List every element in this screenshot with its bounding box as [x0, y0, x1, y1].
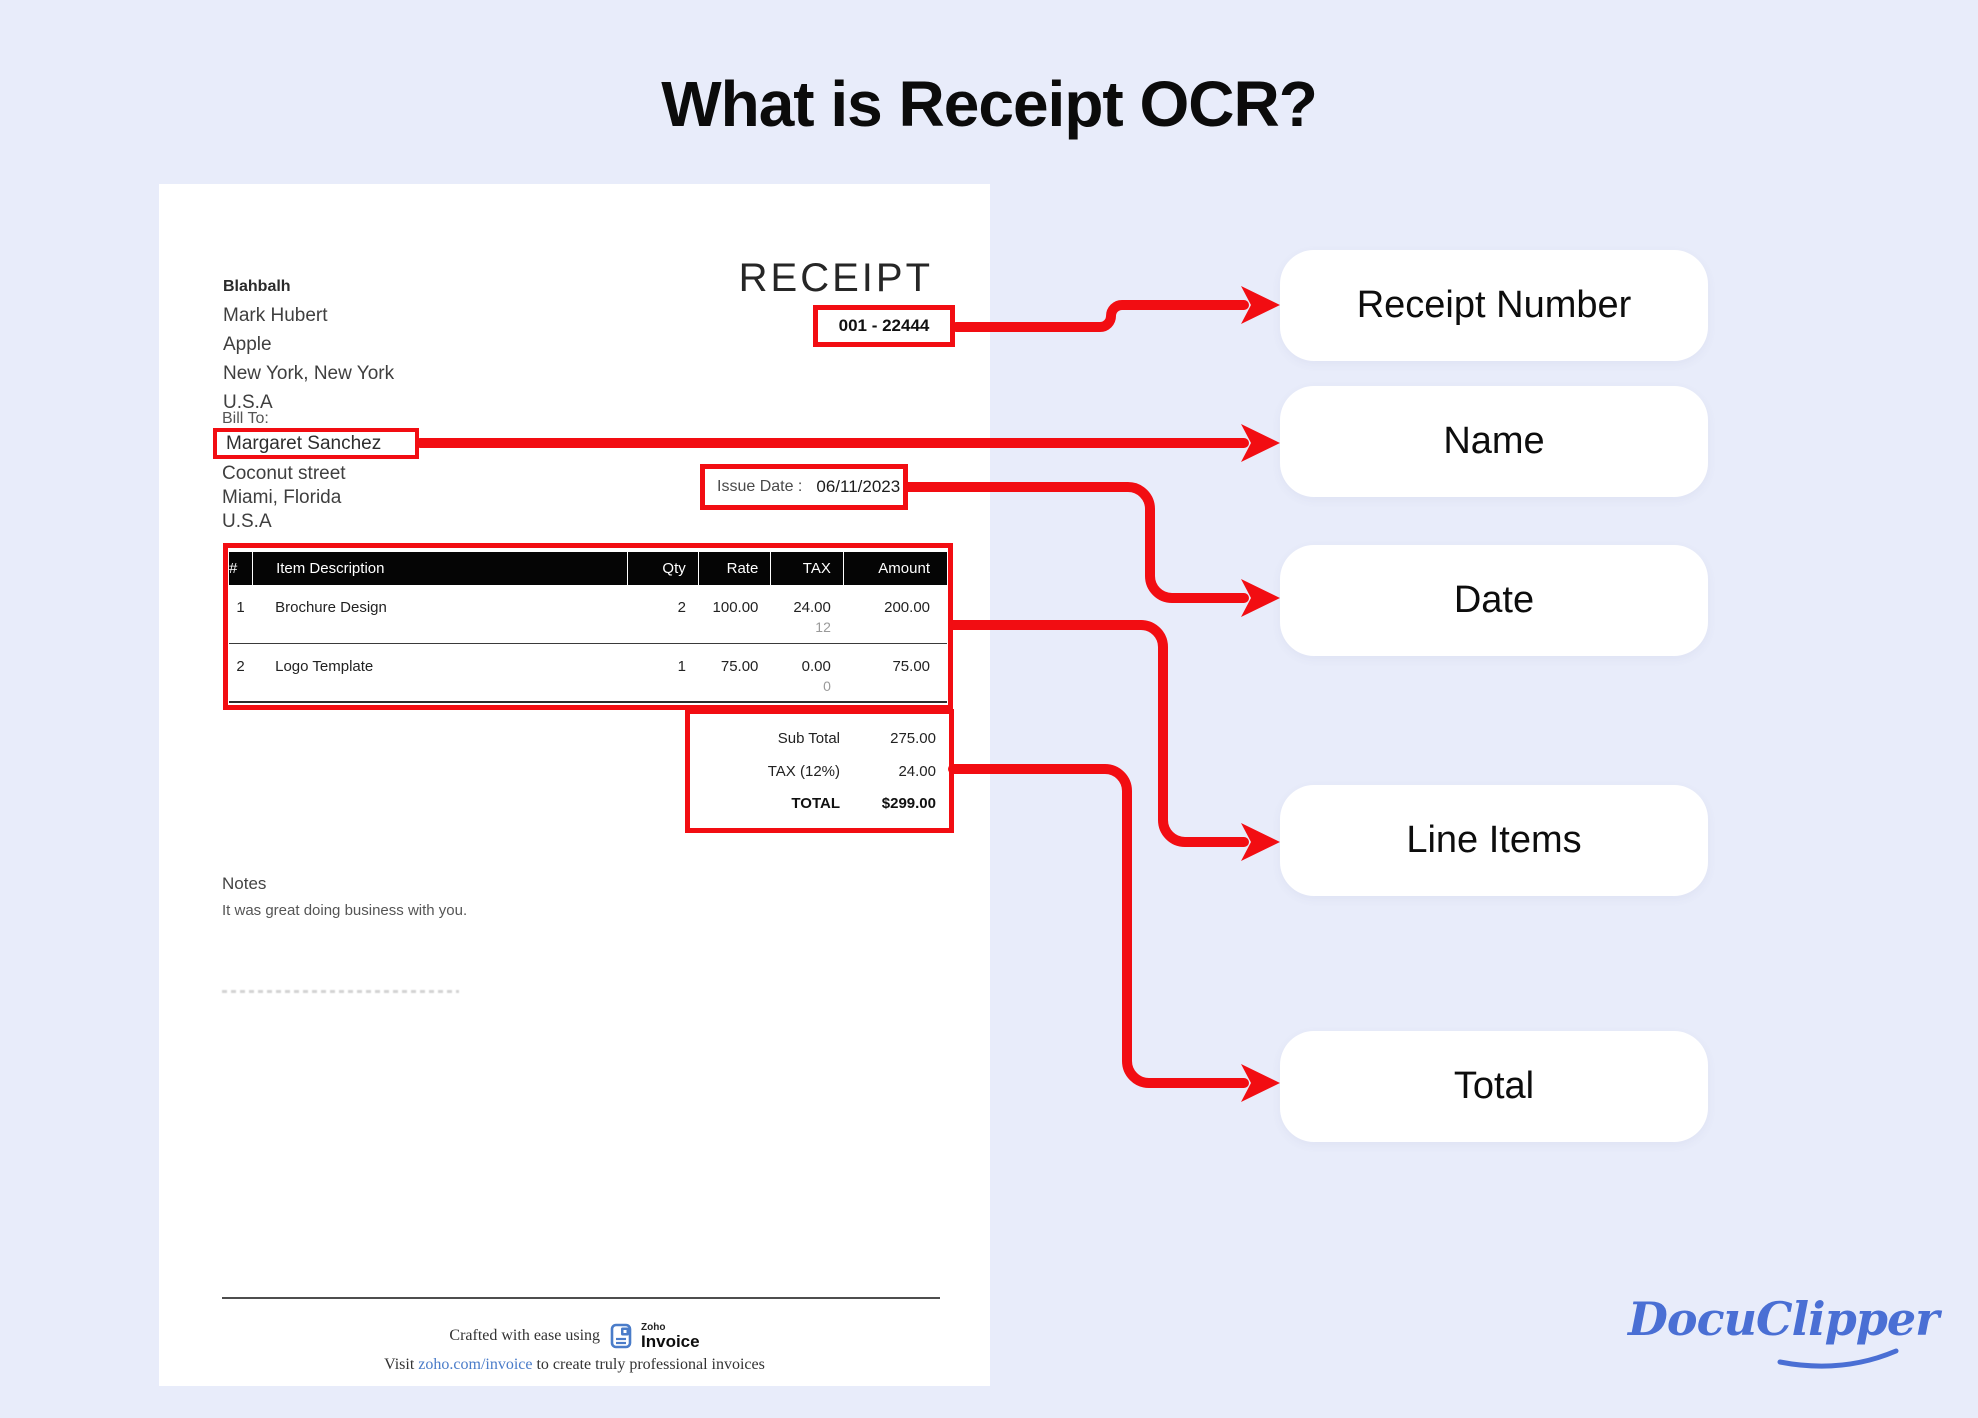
- header-description: Item Description: [252, 552, 627, 585]
- row-rate: 75.00: [720, 658, 759, 675]
- row-num: 2: [236, 658, 245, 675]
- callout-total: Total: [1280, 1031, 1708, 1142]
- row-tax: 0.00 0: [770, 658, 842, 694]
- total-label: TOTAL: [791, 795, 840, 813]
- docuclipper-logo-swoosh: [1777, 1348, 1899, 1369]
- line-items-highlight-box: # Item Description Qty Rate TAX Amount 1…: [223, 543, 953, 710]
- footer-visit-line: Visit zoho.com/invoice to create truly p…: [159, 1356, 990, 1374]
- row-qty: 1: [677, 658, 686, 675]
- callout-date: Date: [1280, 545, 1708, 656]
- notes-text: It was great doing business with you.: [222, 902, 468, 919]
- table-header-row: # Item Description Qty Rate TAX Amount: [229, 552, 947, 585]
- customer-name-highlight-box: Margaret Sanchez: [213, 428, 419, 459]
- callout-line-items: Line Items: [1280, 785, 1708, 896]
- header-amount: Amount: [842, 552, 947, 585]
- header-tax: TAX: [770, 552, 843, 585]
- total-value: $299.00: [881, 795, 936, 813]
- row-tax-value: 24.00: [793, 599, 831, 616]
- receipt-number-highlight-box: 001 - 22444: [813, 305, 955, 347]
- callout-name: Name: [1280, 386, 1708, 497]
- line-items-table: # Item Description Qty Rate TAX Amount 1…: [229, 552, 947, 703]
- arrow-line-items: [948, 620, 1249, 847]
- bill-to-city: Miami, Florida: [222, 487, 342, 508]
- tax-value: 24.00: [898, 762, 936, 780]
- visit-suffix: to create truly professional invoices: [532, 1356, 765, 1373]
- header-rate: Rate: [697, 552, 771, 585]
- subtotal-row: Sub Total 275.00: [690, 730, 949, 747]
- footer-divider: [222, 1297, 940, 1299]
- row-tax-rate: 0: [823, 678, 831, 694]
- customer-name: Margaret Sanchez: [226, 432, 382, 454]
- row-description: Logo Template: [275, 658, 374, 675]
- row-qty: 2: [677, 599, 686, 616]
- subtotal-label: Sub Total: [777, 729, 840, 747]
- issue-date-value: 06/11/2023: [816, 477, 901, 496]
- notes-label: Notes: [222, 874, 267, 893]
- receipt-number-value: 001 - 22444: [838, 316, 930, 335]
- blurred-text-line: [222, 990, 459, 993]
- arrow-total: [948, 764, 1249, 1088]
- arrowhead-receipt-number: [1241, 286, 1280, 324]
- row-num: 1: [236, 599, 245, 616]
- bill-to-address-block: Coconut street Miami, Florida U.S.A: [222, 462, 346, 534]
- arrowhead-name: [1241, 424, 1280, 462]
- subtotal-value: 275.00: [890, 729, 936, 747]
- arrowhead-total: [1241, 1064, 1280, 1102]
- bill-to-label: Bill To:: [222, 410, 269, 427]
- docuclipper-logo: DocuClipper: [1628, 1292, 1939, 1346]
- receipt-doc-title: RECEIPT: [738, 256, 933, 300]
- tax-label: TAX (12%): [767, 762, 840, 780]
- company-contact: Mark Hubert: [223, 305, 328, 326]
- arrowhead-line-items: [1241, 823, 1280, 861]
- row-tax: 24.00 12: [770, 599, 842, 635]
- table-bottom-rule: [229, 701, 947, 703]
- receipt-document: Blahbalh Mark Hubert Apple New York, New…: [159, 184, 990, 1386]
- crafted-text: Crafted with ease using: [449, 1327, 601, 1344]
- arrowhead-date: [1241, 579, 1280, 617]
- company-country: U.S.A: [223, 392, 273, 413]
- callout-receipt-number: Receipt Number: [1280, 250, 1708, 361]
- company-city: New York, New York: [223, 363, 395, 384]
- row-amount: 75.00: [892, 658, 931, 675]
- zoho-invoice-icon: [610, 1323, 632, 1349]
- bill-to-country: U.S.A: [222, 511, 272, 532]
- zoho-product-text: Invoice: [641, 1331, 700, 1351]
- zoho-invoice-logo: Zoho Invoice: [610, 1322, 700, 1350]
- row-description: Brochure Design: [275, 599, 387, 616]
- zoho-invoice-link[interactable]: zoho.com/invoice: [418, 1356, 533, 1373]
- company-name: Blahbalh: [223, 278, 291, 295]
- total-highlight-box: Sub Total 275.00 TAX (12%) 24.00 TOTAL $…: [685, 709, 954, 833]
- table-row: 1 Brochure Design 2 100.00 24.00 12 200.…: [229, 585, 947, 643]
- tax-row: TAX (12%) 24.00: [690, 763, 949, 780]
- header-num: #: [229, 560, 238, 577]
- row-amount: 200.00: [884, 599, 931, 616]
- footer-crafted-line: Crafted with ease using Zoho Invoice: [159, 1322, 990, 1350]
- row-tax-rate: 12: [815, 619, 831, 635]
- visit-prefix: Visit: [384, 1356, 419, 1373]
- bill-to-street: Coconut street: [222, 463, 346, 484]
- header-qty: Qty: [627, 552, 698, 585]
- row-tax-value: 0.00: [801, 658, 831, 675]
- row-rate: 100.00: [712, 599, 759, 616]
- arrow-receipt-number: [951, 300, 1249, 332]
- total-row: TOTAL $299.00: [690, 795, 949, 812]
- table-row: 2 Logo Template 1 75.00 0.00 0 75.00: [229, 643, 947, 701]
- company-address-block: Blahbalh Mark Hubert Apple New York, New…: [223, 272, 394, 417]
- issue-date-highlight-box: Issue Date : 06/11/2023: [700, 464, 908, 510]
- page-title: What is Receipt OCR?: [661, 68, 1318, 140]
- company-org: Apple: [223, 334, 272, 355]
- zoho-brand-text: Zoho: [641, 1321, 666, 1333]
- issue-date-label: Issue Date :: [717, 478, 803, 495]
